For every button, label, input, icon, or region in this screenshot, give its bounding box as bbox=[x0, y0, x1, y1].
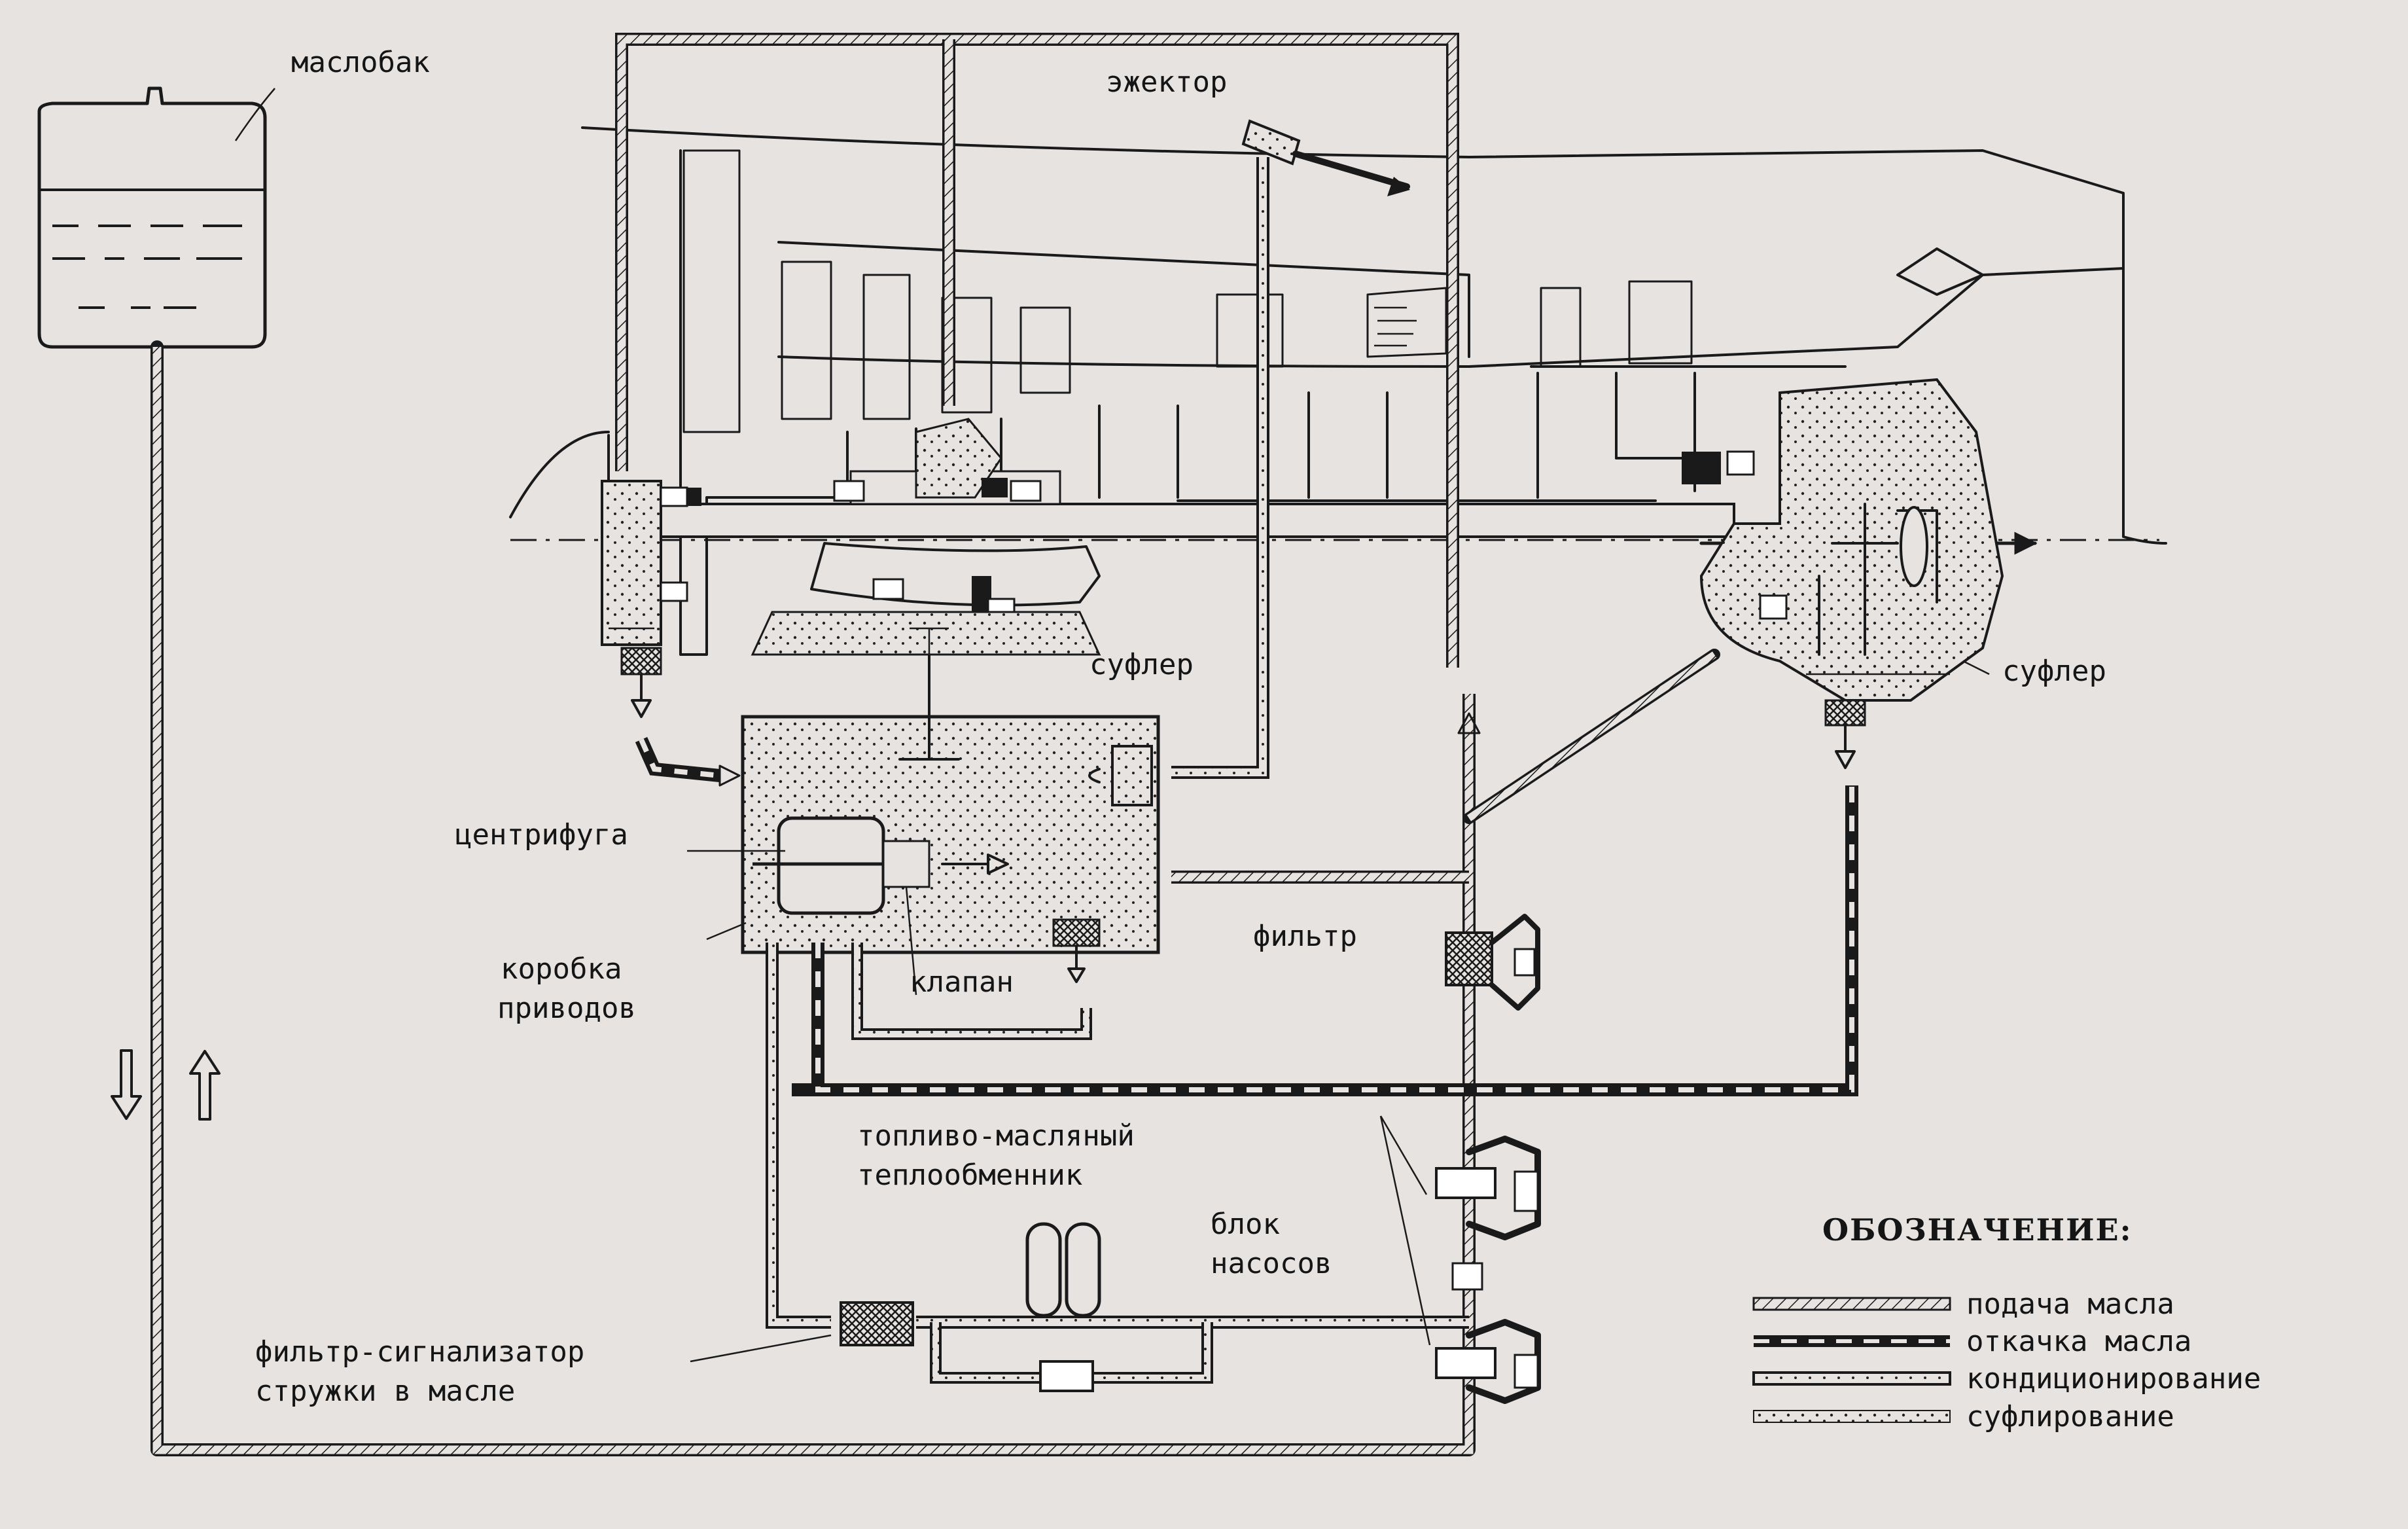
legend-item-conditioning: кондиционирование bbox=[1752, 1362, 2261, 1395]
gearbox-breather-label: суфлер bbox=[1089, 648, 1194, 681]
main-filter bbox=[1445, 914, 1540, 1011]
chip-filter-label-line1: фильтр-сигнализатор bbox=[255, 1335, 584, 1369]
oil-tank bbox=[37, 86, 275, 349]
gearbox-label-line2: приводов bbox=[497, 992, 636, 1025]
filter-label: фильтр bbox=[1253, 920, 1357, 953]
centrifuge-label: центрифуга bbox=[455, 818, 628, 852]
legend-label-supply: подача масла bbox=[1966, 1287, 2174, 1321]
legend-label-scavenge: откачка масла bbox=[1966, 1325, 2191, 1358]
rear-bearing-sump bbox=[1615, 378, 2004, 769]
heat-exchanger-label-line2: теплообменник bbox=[857, 1159, 1082, 1192]
gearbox-label-line1: коробка bbox=[501, 952, 622, 986]
heat-exchanger-label-line1: топливо-масляный bbox=[857, 1119, 1135, 1153]
gearbox-breather bbox=[1088, 745, 1153, 806]
legend: ОБОЗНАЧЕНИЕ: подача масла откачка масла … bbox=[1752, 1212, 2261, 1433]
legend-item-supply: подача масла bbox=[1752, 1287, 2174, 1321]
chip-filter bbox=[840, 1301, 914, 1346]
legend-item-breathing: суфлирование bbox=[1753, 1400, 2174, 1433]
centrifuge bbox=[752, 816, 930, 915]
legend-item-scavenge: откачка масла bbox=[1754, 1325, 2191, 1358]
valve-label: клапан bbox=[910, 965, 1014, 999]
flow-up-arrow-icon bbox=[189, 1050, 221, 1121]
gearbox bbox=[741, 653, 1160, 983]
heat-exchanger bbox=[1025, 1222, 1101, 1318]
pump-block-label-line1: блок bbox=[1211, 1208, 1280, 1241]
oil-tank-label: маслобак bbox=[291, 46, 430, 79]
flow-down-arrow-icon bbox=[111, 1049, 142, 1120]
legend-label-conditioning: кондиционирование bbox=[1966, 1362, 2261, 1395]
front-bearing-sump bbox=[601, 480, 701, 718]
chip-filter-label-line2: стружки в масле bbox=[255, 1375, 515, 1408]
legend-title: ОБОЗНАЧЕНИЕ: bbox=[1822, 1212, 2133, 1248]
rear-breather-label: суфлер bbox=[2002, 655, 2106, 688]
ejector bbox=[1171, 119, 1410, 779]
ejector-label: эжектор bbox=[1106, 65, 1227, 99]
legend-label-breathing: суфлирование bbox=[1966, 1400, 2174, 1433]
pump-block-label-line2: насосов bbox=[1211, 1247, 1332, 1280]
mid-bearing bbox=[751, 418, 1101, 727]
pump-block bbox=[1435, 1136, 1541, 1404]
engine-shaft bbox=[510, 503, 2159, 555]
